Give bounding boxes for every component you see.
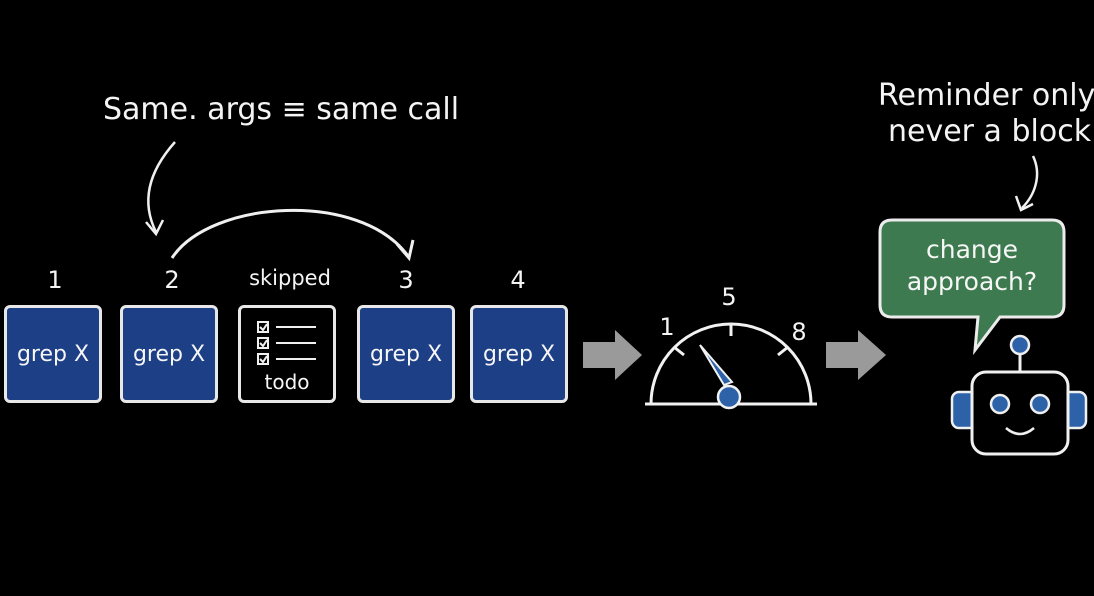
todo-box: todo (238, 305, 336, 403)
gauge-tick-8 (777, 345, 789, 357)
same-args-note: Same. args ≡ same call (103, 92, 460, 127)
call-box-4: grep X (470, 305, 568, 403)
gauge-label-8: 8 (791, 318, 807, 346)
call-box-label: grep X (132, 341, 206, 367)
gauge-pivot (716, 384, 742, 410)
reminder-note-line2: never a block (888, 114, 1092, 149)
step-number-3: 3 (398, 266, 414, 294)
call-box-label: grep X (16, 341, 90, 367)
call-box-2: grep X (120, 305, 218, 403)
call-box-3: grep X (357, 305, 455, 403)
bubble-text-line2: approach? (906, 267, 1038, 296)
step-label-skipped: skipped (249, 266, 331, 290)
call-box-label: grep X (482, 341, 556, 367)
call-box-label: grep X (369, 341, 443, 367)
note-arrow (147, 141, 176, 233)
gauge-label-1: 1 (659, 313, 675, 341)
todo-label: todo (264, 370, 310, 394)
step-number-1: 1 (47, 266, 63, 294)
bubble-text-line1: change (925, 235, 1018, 264)
flow-arrow-1 (583, 330, 642, 380)
step-number-2: 2 (164, 266, 180, 294)
checklist-icon (257, 321, 316, 365)
flow-arrow-2 (826, 330, 886, 380)
reminder-note-line1: Reminder only, (878, 78, 1094, 113)
skip-arc-arrow-head (395, 239, 415, 262)
reminder-arrow-head (1014, 195, 1034, 212)
robot-icon (950, 334, 1088, 456)
step-number-4: 4 (510, 266, 526, 294)
gauge-tick-1 (673, 345, 685, 357)
reminder-arrow (1021, 155, 1039, 209)
gauge-needle (699, 344, 734, 387)
note-arrow-head (145, 219, 165, 237)
speech-bubble (878, 218, 1066, 356)
call-box-1: grep X (4, 305, 102, 403)
skip-arc-arrow (170, 209, 410, 259)
gauge-label-5: 5 (721, 283, 737, 311)
